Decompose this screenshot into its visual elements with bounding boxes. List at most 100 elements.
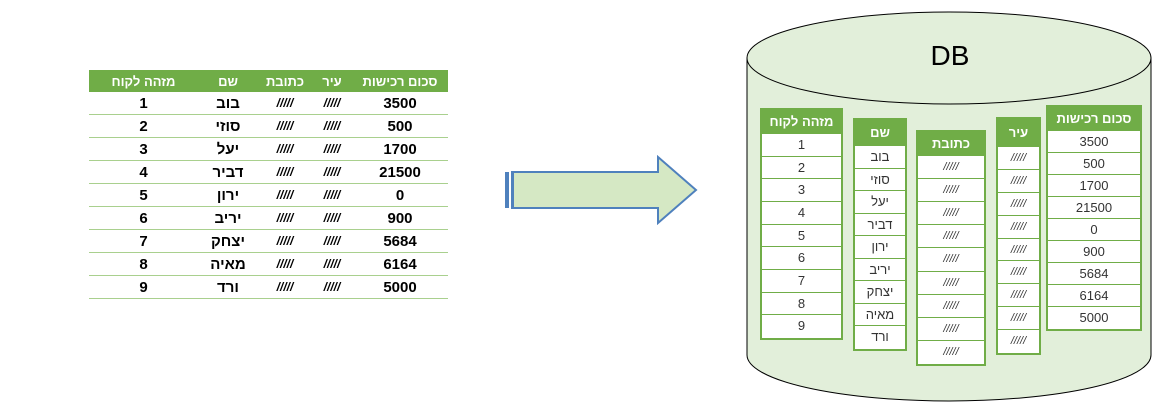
db-cell: 2 [762,157,841,180]
cell-city: ///// [312,206,352,230]
db-cell: 6164 [1048,285,1140,307]
db-cell: ///// [998,216,1039,239]
db-title: DB [930,40,970,71]
db-cell: ///// [918,272,984,295]
cell-customer-id: 8 [89,252,198,276]
cell-address: ///// [258,183,312,207]
db-cell: דביר [855,214,905,237]
db-cell: ///// [998,307,1039,330]
cell-address: ///// [258,275,312,299]
db-cell: 3500 [1048,131,1140,153]
db-cell: 500 [1048,153,1140,175]
db-cell: מאיה [855,304,905,327]
table-header-row: סכום רכישות עיר כתובת שם מזהה לקוח [89,70,448,92]
right-arrow-icon [505,155,698,225]
db-column-city: עיר/////////////////////////////////////… [996,117,1041,355]
db-cell: 5000 [1079,310,1109,325]
db-cell: 5684 [1048,263,1140,285]
db-cell: ///// [998,261,1039,285]
cell-name: יעל [198,137,258,161]
cell-name: סוזי [198,114,258,138]
header-purchase-sum: סכום רכישות [352,70,448,92]
cell-purchase-sum: 5000 [352,275,448,299]
cell-customer-id: 6 [89,206,198,230]
cell-name: ורד [198,275,258,299]
db-cell: ///// [1010,335,1027,347]
db-cell: ///// [918,248,984,272]
source-table: סכום רכישות עיר כתובת שם מזהה לקוח 3500/… [89,70,448,299]
db-cell: 6 [762,247,841,270]
cell-purchase-sum: 1700 [352,137,448,161]
cell-address: ///// [258,114,312,138]
db-column-header: סכום רכישות [1048,107,1140,131]
cell-customer-id: 7 [89,229,198,253]
db-cell: יצחק [855,281,905,304]
db-cell: ///// [998,193,1039,216]
cell-address: ///// [258,160,312,184]
cell-customer-id: 2 [89,114,198,138]
db-cell: 1 [762,134,841,157]
db-column-header: שם [855,120,905,146]
cell-address: ///// [258,137,312,161]
cell-name: מאיה [198,252,258,276]
db-cell: 0 [1048,219,1140,241]
db-cell: 4 [762,202,841,225]
db-cell: ירון [855,236,905,259]
cell-name: יצחק [198,229,258,253]
db-cell: ///// [943,345,959,358]
db-cell: 5 [762,225,841,248]
db-cell: ///// [918,202,984,226]
db-cell: ///// [998,170,1039,193]
db-column-header: עיר [998,119,1039,147]
db-column-header: מזהה לקוח [762,110,841,134]
db-cell: 7 [762,270,841,293]
db-cell: 9 [797,318,806,334]
db-cell: 900 [1048,241,1140,263]
cell-customer-id: 9 [89,275,198,299]
db-cell: בוב [855,146,905,169]
db-cell: סוזי [855,169,905,192]
db-cell: 3 [762,179,841,202]
cell-name: יריב [198,206,258,230]
cell-customer-id: 5 [89,183,198,207]
cell-purchase-sum: 5684 [352,229,448,253]
db-column-header: כתובת [918,132,984,156]
cell-purchase-sum: 900 [352,206,448,230]
cell-name: בוב [198,92,258,115]
cell-purchase-sum: 0 [352,183,448,207]
db-cell: ///// [998,147,1039,170]
header-city: עיר [312,70,352,92]
cell-purchase-sum: 3500 [352,92,448,115]
header-name: שם [198,70,258,92]
db-cell: 21500 [1048,197,1140,219]
cell-name: דביר [198,160,258,184]
cell-address: ///// [258,206,312,230]
cell-purchase-sum: 21500 [352,160,448,184]
db-cell: 8 [762,293,841,316]
cell-purchase-sum: 6164 [352,252,448,276]
db-cell: ///// [998,239,1039,262]
cell-purchase-sum: 500 [352,114,448,138]
db-cell: ///// [918,225,984,249]
cell-city: ///// [312,183,352,207]
db-cell: ///// [918,156,984,180]
cell-city: ///// [312,252,352,276]
cell-customer-id: 1 [89,92,198,115]
cell-city: ///// [312,137,352,161]
db-cell: ///// [918,295,984,318]
header-address: כתובת [258,70,312,92]
cell-address: ///// [258,252,312,276]
cell-address: ///// [258,229,312,253]
db-column-address: כתובת///////////////////////////////////… [916,130,986,366]
cell-address: ///// [258,92,312,115]
db-cell: 1700 [1048,175,1140,197]
